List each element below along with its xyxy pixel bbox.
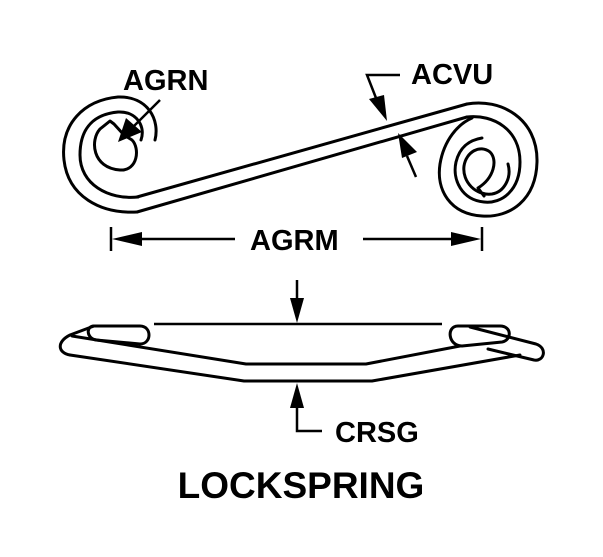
acvu-callout: ACVU — [365, 59, 493, 178]
top-view — [62, 95, 539, 218]
agrm-label: AGRM — [250, 225, 339, 257]
agrn-callout: AGRN — [118, 65, 208, 142]
agrn-label: AGRN — [123, 65, 208, 97]
left-coil-outer — [62, 95, 158, 214]
left-coil-middle — [78, 110, 144, 199]
crsg-arrowhead-top — [290, 298, 304, 323]
side-body-lower — [68, 353, 522, 383]
left-end-hook — [58, 324, 96, 357]
crsg-callout: CRSG — [290, 280, 419, 449]
right-coil-middle — [453, 115, 522, 204]
body-upper-edge — [135, 102, 469, 199]
acvu-label: ACVU — [411, 59, 493, 91]
body-lower-edge — [135, 115, 469, 214]
side-view — [58, 322, 545, 383]
agrm-arrowhead-left — [112, 232, 142, 246]
crsg-arrowhead-bottom — [290, 383, 304, 408]
crsg-label: CRSG — [335, 417, 419, 449]
crsg-leader-bottom — [295, 406, 322, 433]
diagram-title: LOCKSPRING — [178, 465, 425, 506]
acvu-leader-bottom — [405, 155, 418, 178]
acvu-arrowhead-top — [369, 95, 387, 121]
agrm-dimension: AGRM — [109, 225, 484, 257]
right-end-loop — [448, 324, 511, 348]
right-coil-inner — [462, 147, 511, 198]
side-body-upper — [70, 334, 462, 366]
acvu-arrowhead-bottom — [398, 133, 417, 158]
left-coil-inner — [93, 119, 138, 172]
agrm-arrowhead-right — [451, 232, 481, 246]
right-end-tail — [468, 325, 545, 362]
agrn-arrowhead — [118, 118, 142, 142]
right-coil-outer — [437, 101, 539, 218]
agrn-leader — [131, 99, 161, 129]
acvu-leader — [365, 73, 400, 99]
